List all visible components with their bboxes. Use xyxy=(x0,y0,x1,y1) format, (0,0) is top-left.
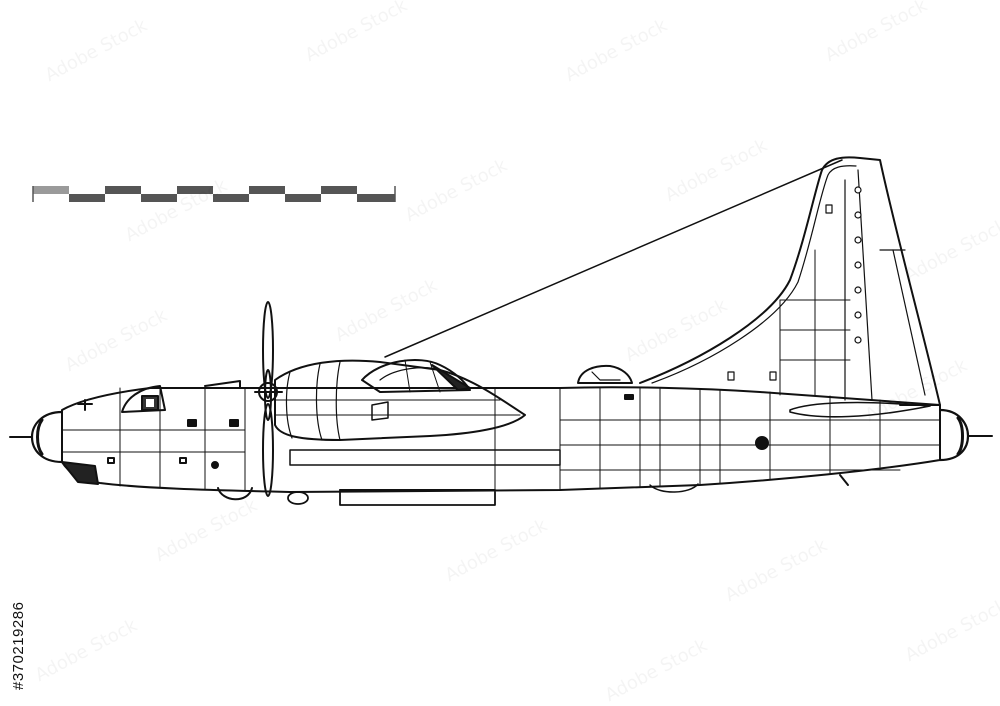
horizontal-stabilizer xyxy=(789,401,931,418)
main-gear-pod xyxy=(217,487,253,501)
fuselage xyxy=(61,386,941,493)
cockpit xyxy=(121,385,166,413)
dorsal-turret-rear xyxy=(577,364,633,384)
propeller xyxy=(254,301,283,497)
wing xyxy=(289,449,561,466)
engine-nacelle xyxy=(274,359,526,441)
antenna-wire xyxy=(384,159,843,358)
tail-fin xyxy=(639,156,941,406)
dorsal-turret-front xyxy=(204,380,241,389)
stock-id-text: #370219286 xyxy=(10,601,27,690)
scale-bar xyxy=(32,186,396,202)
